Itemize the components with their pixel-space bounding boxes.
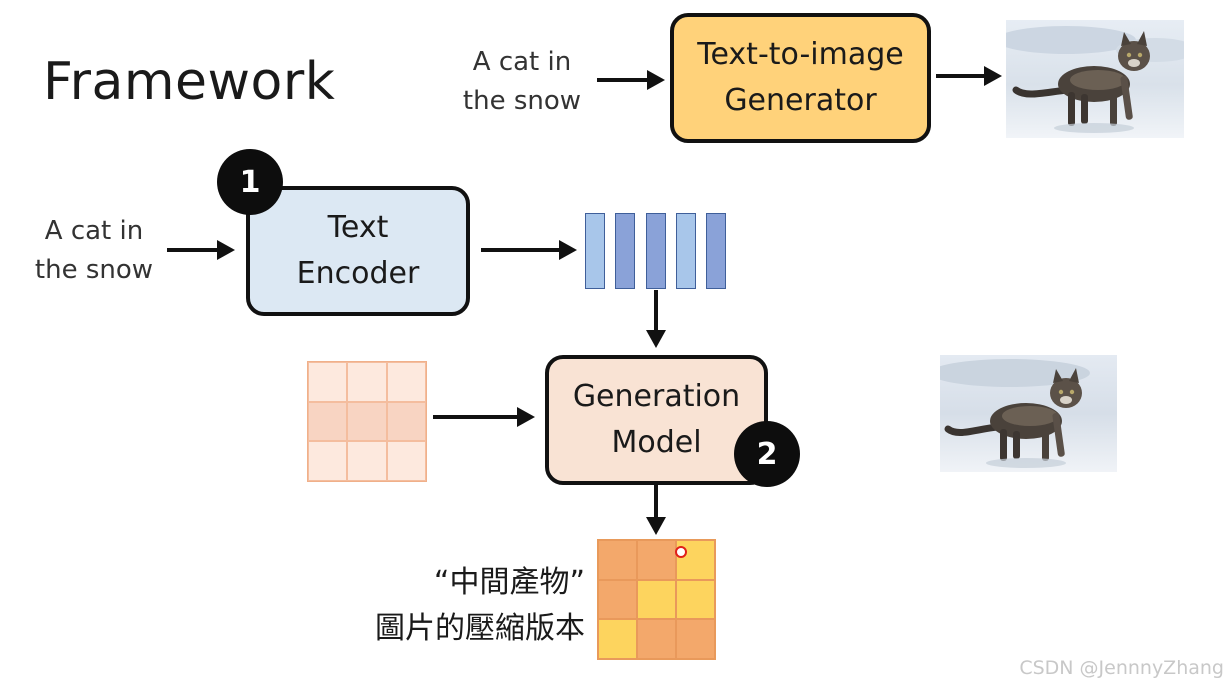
noise-cell [347,441,387,481]
embedding-vector-2 [615,213,635,289]
embedding-vector-5 [706,213,726,289]
arrow-down-icon [646,485,666,535]
latent-cell [676,619,715,659]
noise-cell [386,362,426,402]
noise-grid [307,361,427,482]
model-line1: Generation [572,379,741,414]
intermediate-line1: “中間產物” [433,565,585,600]
noise-cell [386,441,426,481]
encoder-input-text: A cat in the snow [24,212,164,290]
intermediate-caption: “中間產物” 圖片的壓縮版本 [330,560,585,652]
slide-title: Framework [43,52,336,112]
embedding-vector-1 [585,213,605,289]
embedding-vector-3 [646,213,666,289]
generator-line1: Text-to-image [697,37,904,72]
top-input-line1: A cat in [472,47,572,77]
intermediate-line2: 圖片的壓縮版本 [375,611,585,646]
arrow-right-icon [481,240,577,260]
generation-model-box: Generation Model [545,355,768,485]
encoder-line1: Text [327,210,389,245]
noise-cell [347,362,387,402]
cat-photo-icon [940,355,1117,472]
watermark: CSDN @JennnyZhang [1019,657,1224,679]
encoder-input-line1: A cat in [44,216,144,246]
arrow-right-icon [936,66,1002,86]
latent-cell [598,540,637,580]
step-badge-1: 1 [217,149,283,215]
noise-cell [308,401,348,442]
text-to-image-generator-box: Text-to-image Generator [670,13,931,143]
encoder-line2: Encoder [296,256,420,291]
top-input-text: A cat in the snow [452,43,592,121]
latent-cell [598,579,637,620]
cat-photo-icon [1006,20,1184,138]
arrow-down-icon [646,290,666,348]
pointer-dot-icon [675,546,687,558]
noise-cell [308,362,348,402]
generator-line2: Generator [724,83,877,118]
noise-cell [308,441,348,481]
latent-cell [637,540,676,580]
latent-cell [637,619,676,659]
arrow-right-icon [433,407,535,427]
model-line2: Model [611,425,702,460]
text-encoder-box: Text Encoder [246,186,470,316]
noise-cell [347,401,387,442]
latent-cell [676,579,715,620]
top-input-line2: the snow [462,86,582,116]
latent-cell [637,579,676,620]
noise-cell [386,401,426,442]
latent-cell [598,619,637,659]
encoder-input-line2: the snow [34,255,154,285]
embedding-vector-4 [676,213,696,289]
latent-grid [597,539,716,660]
arrow-right-icon [597,70,665,90]
step-badge-2: 2 [734,421,800,487]
arrow-right-icon [167,240,235,260]
